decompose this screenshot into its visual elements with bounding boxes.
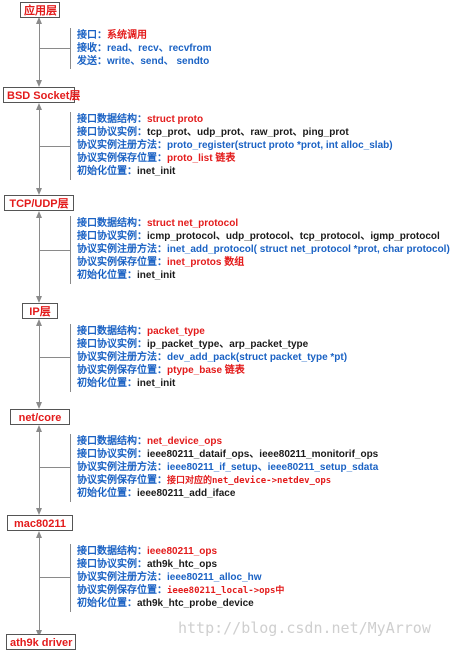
- arrow-up-icon: [36, 211, 42, 218]
- arrow-down-icon: [36, 630, 42, 637]
- tap-line-app: [40, 48, 70, 49]
- info-row: 初始化位置：inet_init: [77, 378, 176, 389]
- tap-line-mac: [40, 577, 70, 578]
- info-block-bsd-socket: 接口数据结构：struct proto 接口协议实例：tcp_prot、udp_…: [70, 112, 393, 180]
- layer-mac80211: mac80211: [7, 515, 73, 531]
- info-block-net-core: 接口数据结构：net_device_ops 接口协议实例：ieee80211_d…: [70, 434, 378, 502]
- info-row: 协议实例注册方法：dev_add_pack(struct packet_type…: [77, 352, 348, 363]
- info-row: 接口数据结构：net_device_ops: [77, 436, 223, 447]
- info-row: 发送：write、send、 sendto: [77, 56, 210, 67]
- info-row: 接口协议实例：ieee80211_dataif_ops、ieee80211_mo…: [77, 449, 379, 460]
- tap-line-bsd: [40, 146, 70, 147]
- info-block-app: 接口：系统调用 接收：read、recv、recvfrom 发送：write、s…: [70, 28, 212, 69]
- layer-net-core: net/core: [10, 409, 70, 425]
- info-row: 协议实例注册方法：ieee80211_if_setup、ieee80211_se…: [77, 462, 379, 473]
- info-row: 接口协议实例：ip_packet_type、arp_packet_type: [77, 339, 309, 350]
- tap-line-ip: [40, 357, 70, 358]
- info-row: 接口数据结构：struct net_protocol: [77, 218, 239, 229]
- info-row: 协议实例保存位置：inet_protos 数组: [77, 257, 245, 268]
- tap-line-netcore: [40, 467, 70, 468]
- info-row: 接口协议实例：ath9k_htc_ops: [77, 559, 218, 570]
- info-block-ip: 接口数据结构：packet_type 接口协议实例：ip_packet_type…: [70, 324, 347, 392]
- info-block-mac80211: 接口数据结构：ieee80211_ops 接口协议实例：ath9k_htc_op…: [70, 544, 284, 612]
- arrow-up-icon: [36, 319, 42, 326]
- arrow-up-icon: [36, 531, 42, 538]
- info-row: 初始化位置：ieee80211_add_iface: [77, 488, 236, 499]
- info-row: 初始化位置：ath9k_htc_probe_device: [77, 598, 254, 609]
- info-row: 协议实例保存位置：接口对应的net_device->netdev_ops: [77, 475, 332, 486]
- arrow-down-icon: [36, 402, 42, 409]
- info-row: 接收：read、recv、recvfrom: [77, 43, 212, 54]
- arrow-down-icon: [36, 296, 42, 303]
- info-block-tcp-udp: 接口数据结构：struct net_protocol 接口协议实例：icmp_p…: [70, 216, 450, 284]
- watermark: http://blog.csdn.net/MyArrow: [178, 619, 431, 637]
- arrow-up-icon: [36, 17, 42, 24]
- info-row: 接口协议实例：icmp_protocol、udp_protocol、tcp_pr…: [77, 231, 440, 242]
- info-row: 协议实例注册方法：proto_register(struct proto *pr…: [77, 140, 393, 151]
- layer-ip: IP层: [22, 303, 58, 319]
- layer-bsd-socket: BSD Socket层: [3, 87, 80, 103]
- layer-ath9k-driver: ath9k driver: [6, 634, 76, 650]
- arrow-down-icon: [36, 508, 42, 515]
- info-row: 接口协议实例：tcp_prot、udp_prot、raw_prot、ping_p…: [77, 127, 349, 138]
- info-row: 初始化位置：inet_init: [77, 166, 176, 177]
- info-row: 接口：系统调用: [77, 30, 147, 41]
- layer-app: 应用层: [20, 2, 60, 18]
- info-row: 协议实例注册方法：inet_add_protocol( struct net_p…: [77, 244, 450, 255]
- arrow-up-icon: [36, 425, 42, 432]
- info-row: 协议实例保存位置：proto_list 链表: [77, 153, 236, 164]
- info-row: 接口数据结构：struct proto: [77, 114, 204, 125]
- info-row: 初始化位置：inet_init: [77, 270, 176, 281]
- arrow-up-icon: [36, 103, 42, 110]
- info-row: 接口数据结构：packet_type: [77, 326, 205, 337]
- arrow-down-icon: [36, 80, 42, 87]
- info-row: 协议实例注册方法：ieee80211_alloc_hw: [77, 572, 262, 583]
- info-row: 协议实例保存位置：ptype_base 链表: [77, 365, 245, 376]
- tap-line-tcpudp: [40, 250, 70, 251]
- info-row: 协议实例保存位置：ieee80211_local->ops中: [77, 585, 285, 596]
- arrow-down-icon: [36, 188, 42, 195]
- info-row: 接口数据结构：ieee80211_ops: [77, 546, 218, 557]
- layer-tcp-udp: TCP/UDP层: [4, 195, 74, 211]
